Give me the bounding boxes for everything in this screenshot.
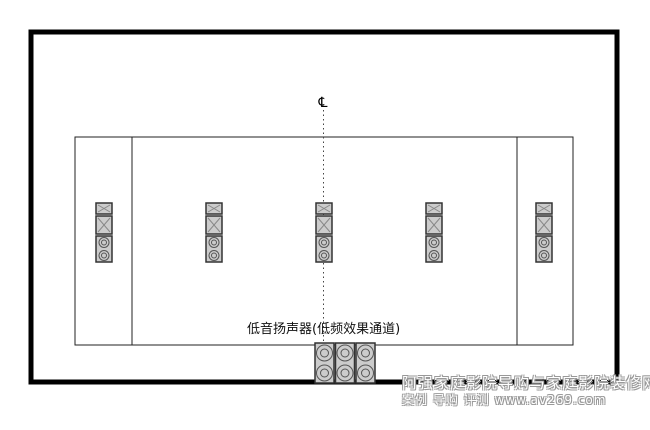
woofer-cone-icon <box>98 250 110 261</box>
subwoofer-label: 低音扬声器(低频效果通道) <box>247 322 401 337</box>
woofer-cone-icon <box>357 364 374 382</box>
woofer-box <box>315 235 333 263</box>
woofer-box <box>314 342 335 384</box>
woofer-box <box>95 235 113 263</box>
watermark-line-1: 阿强家庭影院导购与家庭影院装修网 <box>402 374 650 392</box>
woofer-box <box>355 342 376 384</box>
watermark-line-2: 案例 导购 评测 www.av269.com <box>402 393 607 407</box>
speaker-column <box>95 202 113 263</box>
woofer-box <box>425 235 443 263</box>
speaker-column <box>205 202 223 263</box>
woofer-box <box>535 235 553 263</box>
speaker-column <box>425 202 443 263</box>
subwoofer <box>314 342 335 384</box>
woofer-cone-icon <box>428 250 440 261</box>
woofer-cone-icon <box>316 364 333 382</box>
woofer-cone-icon <box>336 344 354 362</box>
woofer-box <box>334 342 356 384</box>
woofer-cone-icon <box>318 237 330 248</box>
centerline-symbol: ℄ <box>318 95 328 111</box>
woofer-cone-icon <box>538 237 550 248</box>
woofer-cone-icon <box>318 250 330 261</box>
woofer-cone-icon <box>208 250 220 261</box>
woofer-box <box>205 235 223 263</box>
speaker-column <box>315 202 333 263</box>
subwoofer <box>334 342 356 384</box>
woofer-cone-icon <box>357 344 374 362</box>
woofer-cone-icon <box>98 237 110 248</box>
woofer-cone-icon <box>208 237 220 248</box>
woofer-cone-icon <box>316 344 333 362</box>
speaker-column <box>535 202 553 263</box>
woofer-cone-icon <box>538 250 550 261</box>
woofer-cone-icon <box>428 237 440 248</box>
woofer-cone-icon <box>336 364 354 382</box>
subwoofer <box>355 342 376 384</box>
